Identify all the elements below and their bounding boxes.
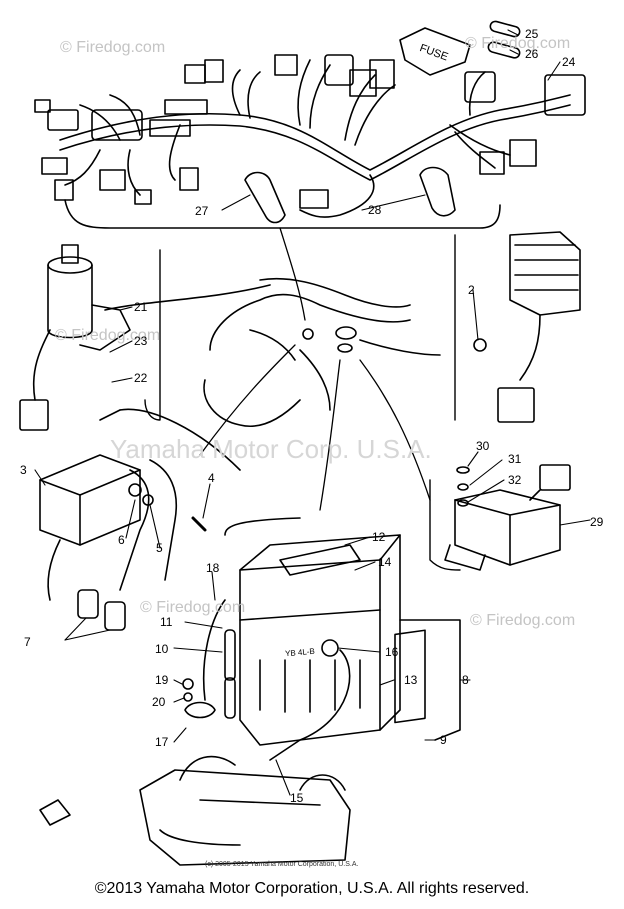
watermark-bottom-left: © Firedog.com (140, 599, 245, 616)
battery-box (39, 755, 351, 866)
part-9: 9 (440, 733, 447, 747)
part-13: 13 (404, 673, 418, 687)
footer-copyright: ©2013 Yamaha Motor Corporation, U.S.A. A… (94, 880, 530, 897)
part-18: 18 (206, 561, 220, 575)
rectifier-regulator (359, 231, 581, 423)
part-28: 28 (368, 203, 382, 217)
part-19: 19 (155, 673, 169, 687)
part-7: 7 (24, 635, 31, 649)
frame-section (203, 277, 411, 427)
part-32: 32 (508, 473, 522, 487)
part-8: 8 (462, 673, 469, 687)
small-copyright: (c) 2005-2015 Yamaha Motor Corporation, … (205, 861, 358, 868)
battery-assembly (182, 517, 461, 761)
part-20: 20 (152, 695, 166, 709)
part-31: 31 (508, 452, 522, 466)
part-6: 6 (118, 533, 125, 547)
part-12: 12 (372, 530, 386, 544)
part-24: 24 (562, 55, 576, 69)
main-switch (19, 244, 271, 431)
part-27: 27 (195, 204, 209, 218)
part-16: 16 (385, 645, 399, 659)
part-15: 15 (290, 791, 304, 805)
part-30: 30 (476, 439, 490, 453)
watermark-mid-left: © Firedog.com (55, 327, 160, 344)
flasher-relay (429, 464, 571, 571)
callout-leaders (34, 29, 591, 796)
part-21: 21 (134, 300, 148, 314)
watermark-top: © Firedog.com (60, 39, 165, 56)
part-29: 29 (590, 515, 604, 529)
part-23: 23 (134, 334, 148, 348)
wire-harness (34, 20, 586, 229)
part-numbers: 25 26 24 27 28 2 21 23 22 30 31 32 3 4 6… (20, 27, 604, 805)
part-11: 11 (160, 615, 173, 629)
part-22: 22 (134, 371, 148, 385)
watermark-mid-right: © Firedog.com (470, 612, 575, 629)
watermark-yamaha: Yamaha Motor Corp. U.S.A. (110, 434, 432, 464)
part-3: 3 (20, 463, 27, 477)
leader-lines (199, 227, 431, 511)
ignition-coil (39, 408, 241, 631)
part-14: 14 (378, 555, 392, 569)
battery-label: YB 4L-B (285, 647, 315, 659)
part-25: 25 (525, 27, 539, 41)
part-26: 26 (525, 47, 539, 61)
part-5: 5 (156, 541, 163, 555)
fuse-box-label: FUSE (418, 42, 450, 63)
part-17: 17 (155, 735, 169, 749)
part-4: 4 (208, 471, 215, 485)
part-10: 10 (155, 642, 169, 656)
part-2: 2 (468, 283, 475, 297)
watermark-top-right: © Firedog.com (465, 35, 570, 52)
